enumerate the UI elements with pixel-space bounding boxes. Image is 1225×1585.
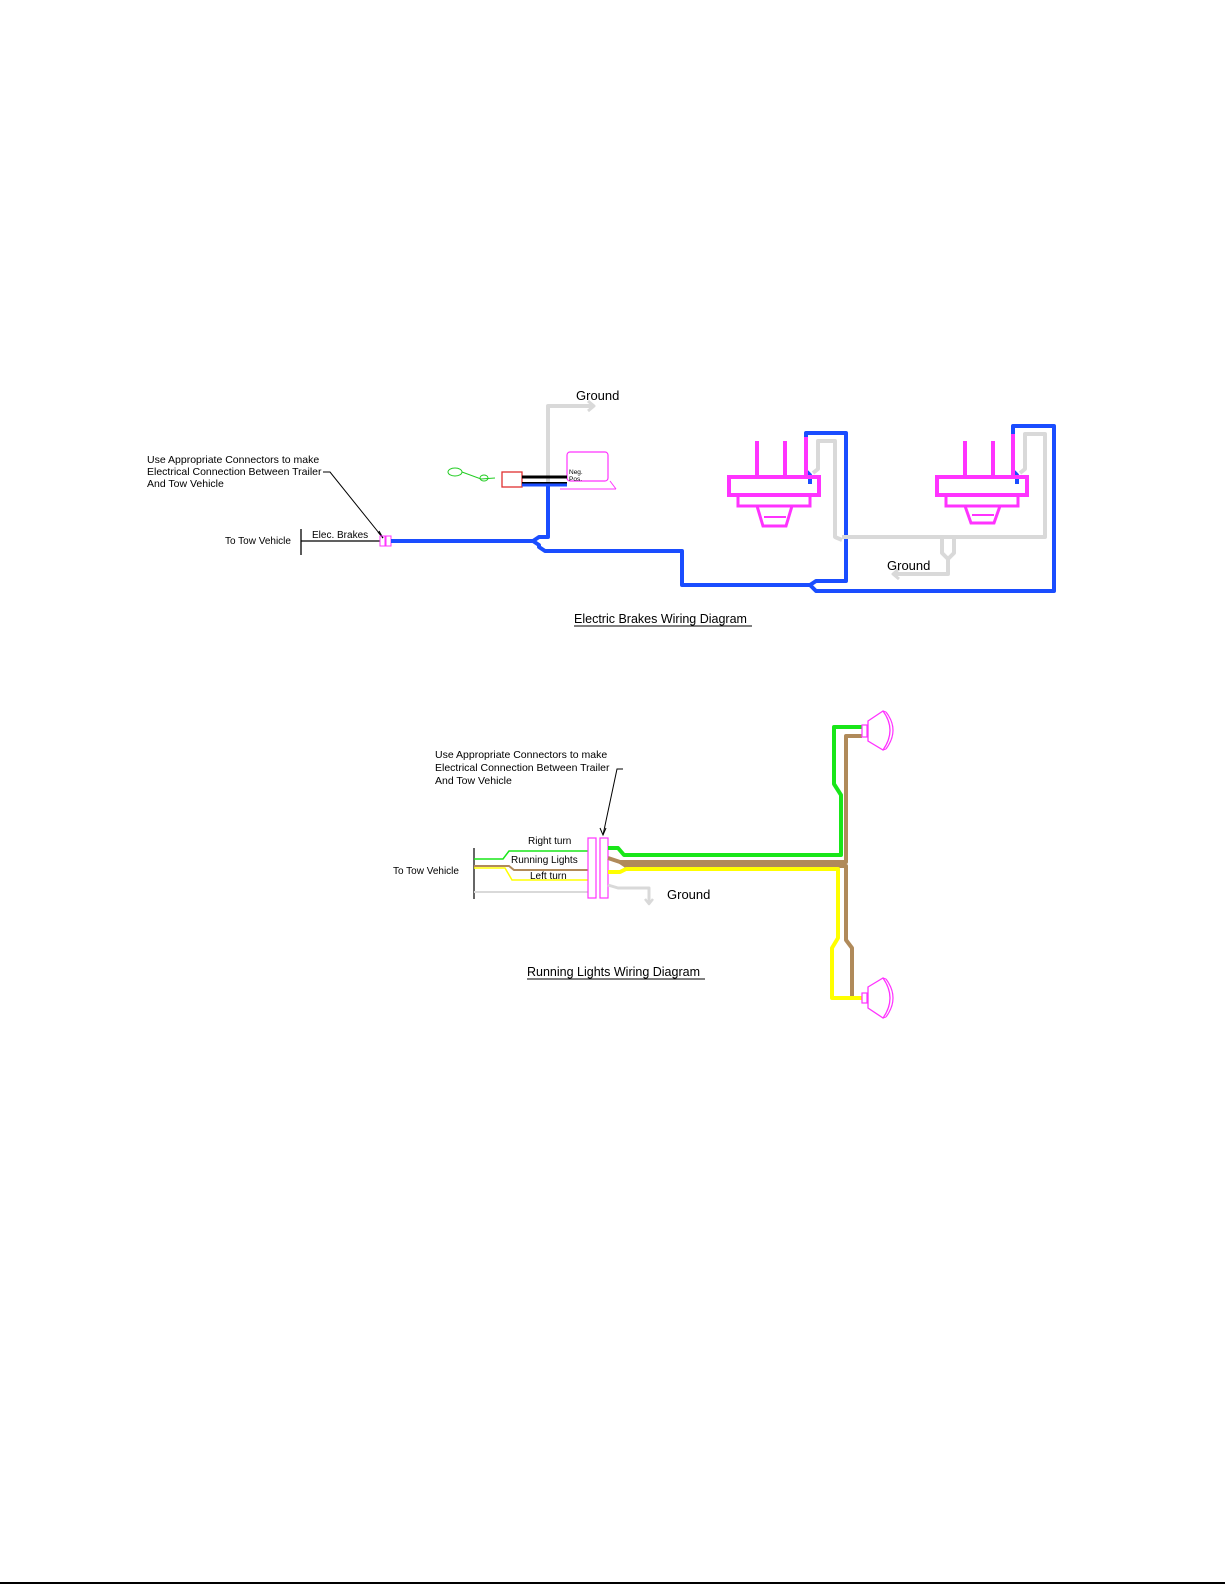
running-lights-label: Running Lights	[511, 855, 578, 866]
brake-assembly-right	[935, 434, 1029, 525]
lights-to-tow-vehicle-label: To Tow Vehicle	[393, 866, 459, 877]
elec-brakes-label: Elec. Brakes	[312, 530, 368, 541]
running-lights-diagram: Use Appropriate Connectors to make Elect…	[393, 710, 894, 1019]
brake-assembly-left	[727, 437, 821, 528]
right-turn-label: Right turn	[528, 836, 571, 847]
ground-label-bottom: Ground	[887, 558, 930, 573]
lamp-top	[861, 710, 894, 751]
tow-side-wires	[474, 850, 588, 893]
running-lights-title: Running Lights Wiring Diagram	[527, 965, 700, 979]
connector-note-leader	[323, 471, 384, 539]
brake-ground-wire	[811, 432, 1047, 581]
left-turn-label: Left turn	[530, 871, 567, 882]
trailer-side-wires	[607, 725, 862, 1000]
brake-connector	[379, 535, 392, 547]
breakaway-battery	[522, 451, 617, 490]
electric-brakes-title: Electric Brakes Wiring Diagram	[574, 612, 747, 626]
lamp-bottom	[861, 977, 894, 1019]
breakaway-switch	[447, 467, 523, 488]
connector-note-line-2: Electrical Connection Between Trailer	[147, 466, 322, 478]
pos-terminal-label: Pos.	[569, 476, 582, 483]
brake-wire	[391, 424, 1056, 593]
neg-terminal-label: Neg.	[569, 469, 583, 476]
lights-connector	[587, 837, 609, 899]
lights-connector-note-line-2: Electrical Connection Between Trailer	[435, 762, 610, 774]
connector-note-line-1: Use Appropriate Connectors to make	[147, 454, 319, 466]
electric-brakes-diagram: Ground Neg. Pos. Use Appropriate Connect…	[147, 388, 1056, 627]
lights-ground-label: Ground	[667, 887, 710, 902]
battery-ground-wire	[546, 399, 596, 484]
lights-connector-note-line-3: And Tow Vehicle	[435, 775, 512, 787]
lights-connector-note-line-1: Use Appropriate Connectors to make	[435, 749, 607, 761]
to-tow-vehicle-label: To Tow Vehicle	[225, 536, 291, 547]
connector-note-line-3: And Tow Vehicle	[147, 478, 224, 490]
lights-connector-note-leader	[602, 768, 623, 836]
ground-label-top: Ground	[576, 388, 619, 403]
